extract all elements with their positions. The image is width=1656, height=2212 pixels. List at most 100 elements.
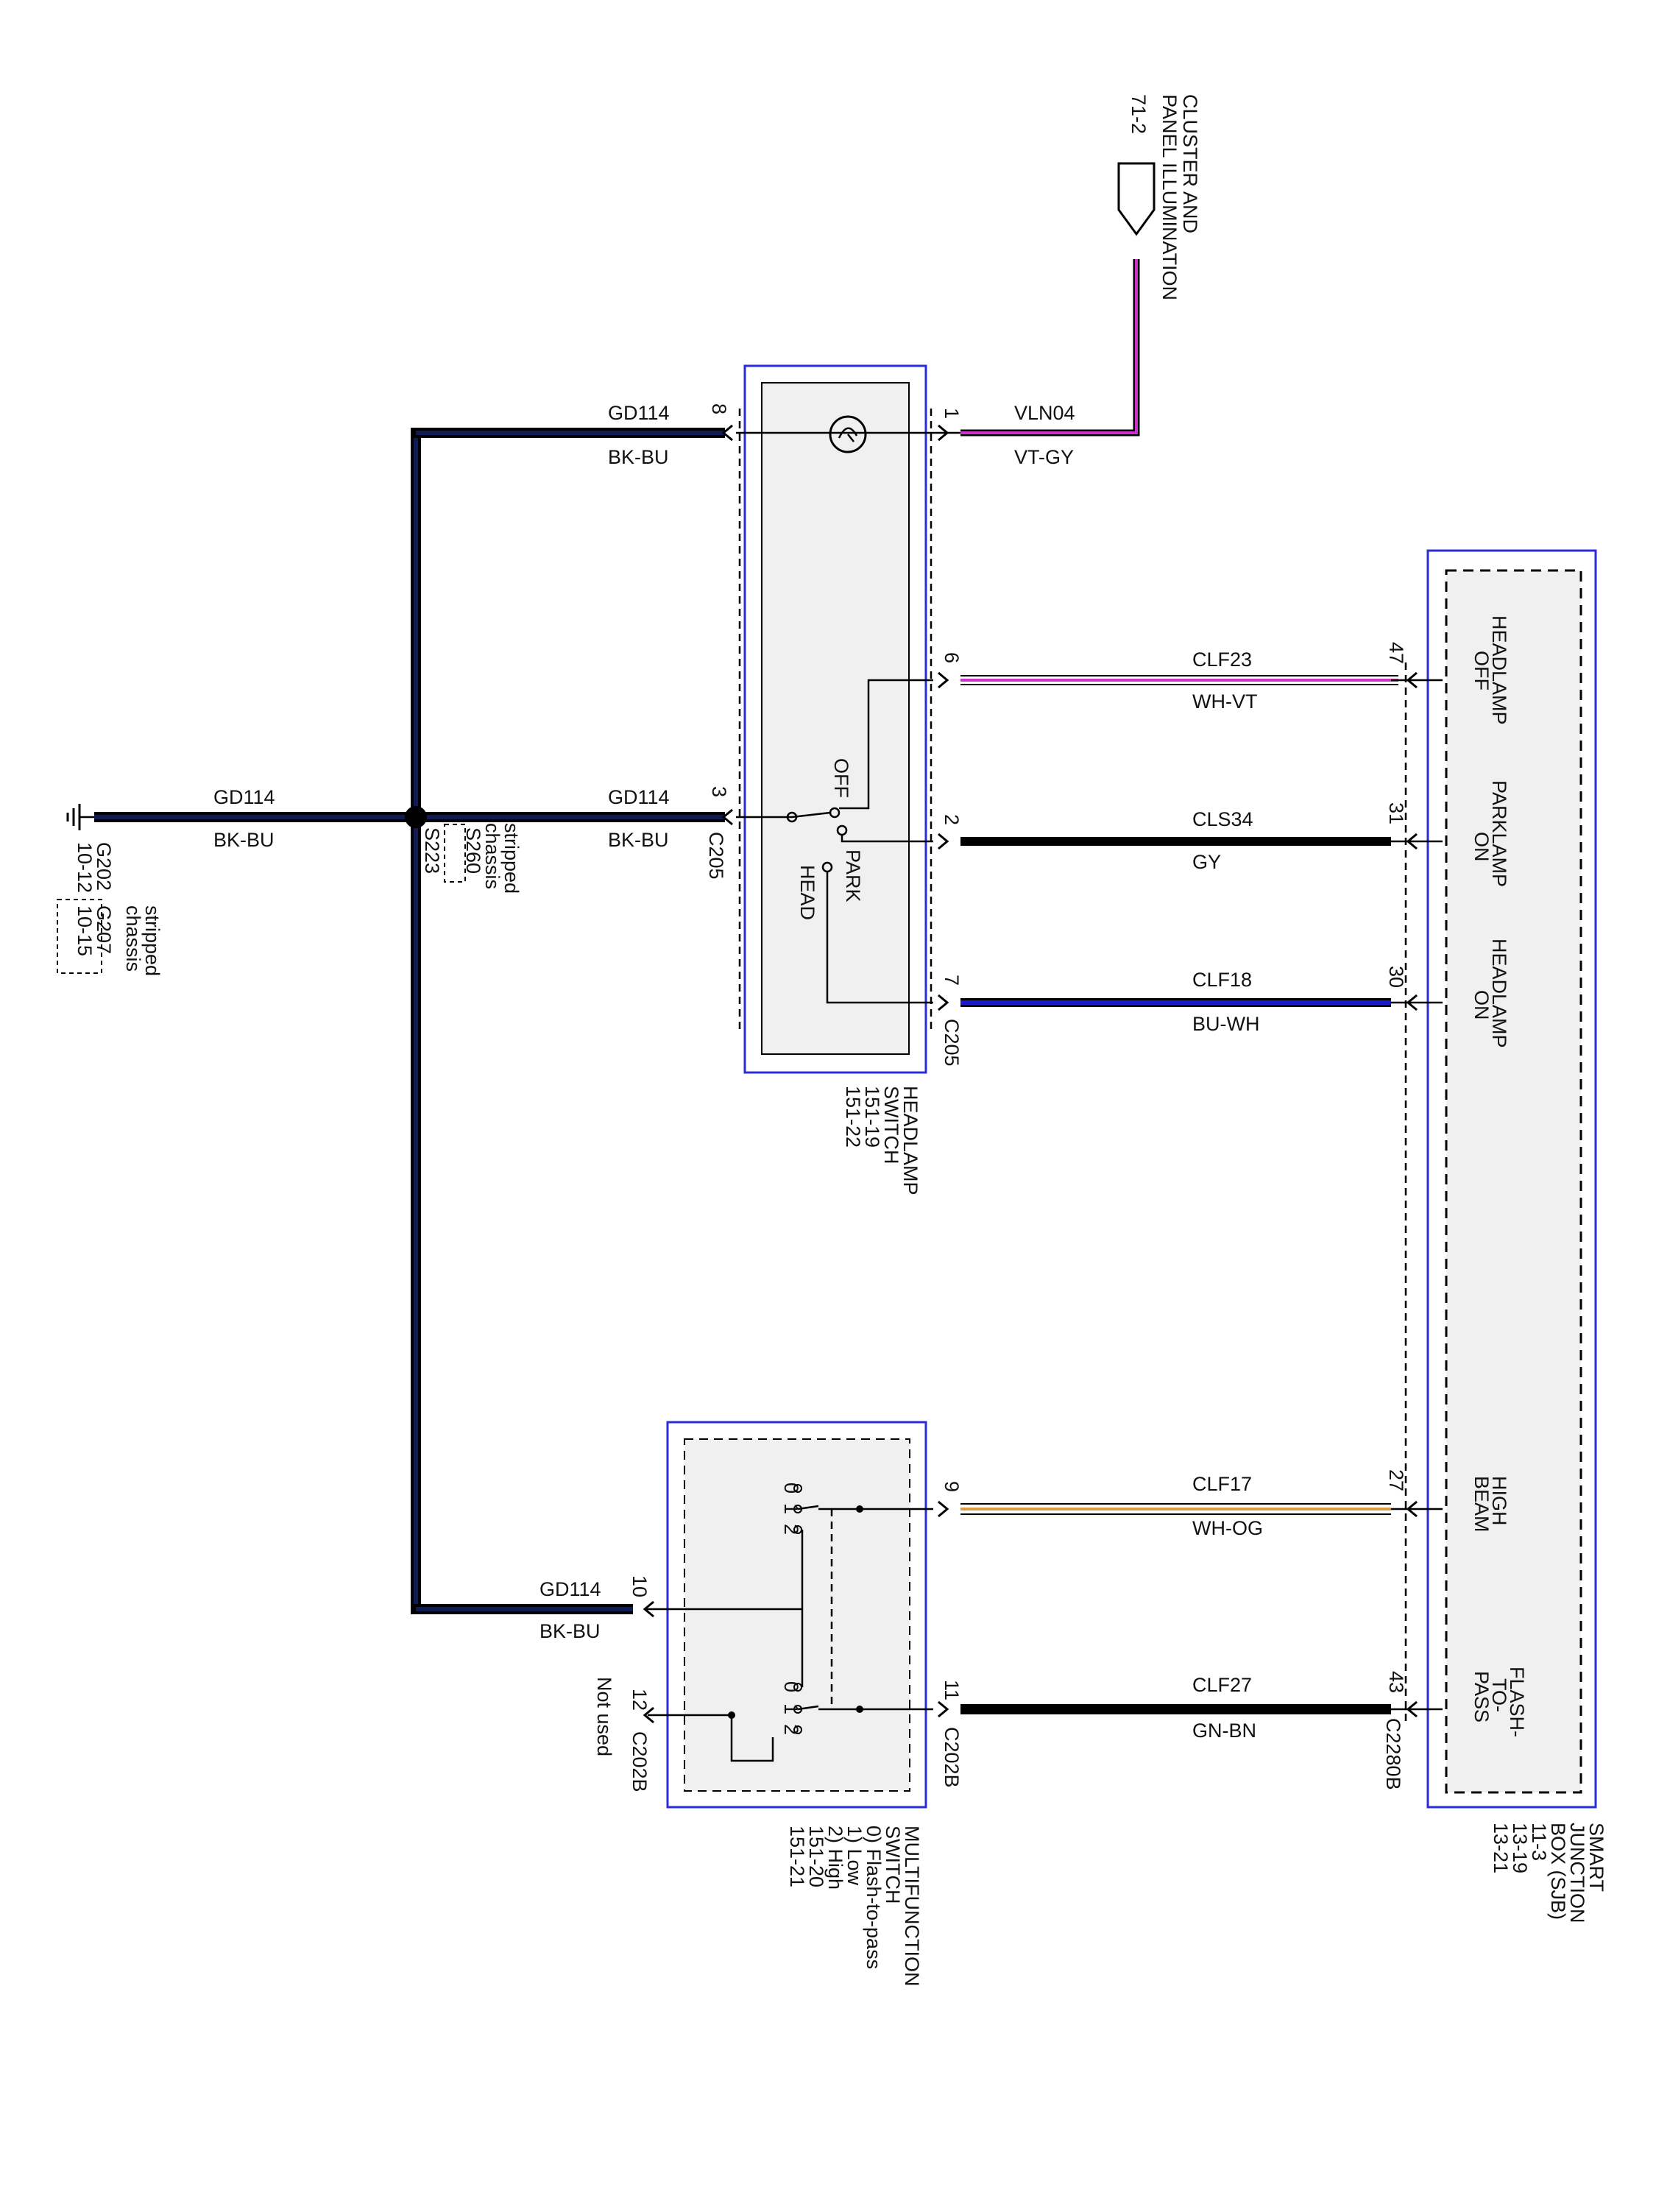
sjb-pin-27-line2: BEAM <box>1471 1476 1493 1533</box>
wire-label-gd114-ground: GD114 <box>213 786 275 808</box>
hs-pos-head: HEAD <box>796 865 818 920</box>
multifunction-labels: 10 12 C202B Not used 9 11 C202B 0 1 2 0 … <box>593 1481 963 1986</box>
wire-label-gd114-bottom: GD114 <box>539 1578 601 1600</box>
mf-top-pos1: 1 <box>780 1503 802 1514</box>
sjb-labels: 47 HEADLAMP OFF 31 PARKLAMP ON 30 HEADLA… <box>1382 615 1607 1923</box>
sjb-body <box>1445 569 1582 1794</box>
splice-note2: chassis <box>481 823 503 889</box>
sjb-pin-31: 31 <box>1385 802 1407 824</box>
headlamp-switch-outline <box>743 364 927 1074</box>
mf-pin-12: 12 <box>629 1689 651 1711</box>
sjb-title-line3: BOX (SJB) <box>1547 1823 1569 1920</box>
splice-ground-labels: stripped chassis S260 S223 stripped chas… <box>57 823 523 976</box>
ground-network <box>66 428 725 1614</box>
cluster-connector-icon <box>1117 162 1156 236</box>
wire-color-gd114-ground: BK-BU <box>213 829 275 851</box>
sjb-pin-43-line1: FLASH- <box>1506 1667 1528 1737</box>
sjb-pin-27-line1: HIGH <box>1488 1476 1510 1526</box>
ground-alt-box <box>57 899 102 974</box>
sjb-title-line1: SMART <box>1585 1823 1607 1892</box>
cluster-label: CLUSTER AND PANEL ILLUMINATION 71-2 <box>1128 94 1201 300</box>
sjb-pin-31-line1: PARKLAMP <box>1488 780 1510 887</box>
mf-top-pos2: 2 <box>780 1524 802 1535</box>
wire-color-vln04: VT-GY <box>1014 446 1074 468</box>
sjb-title-line2: JUNCTION <box>1566 1823 1588 1923</box>
mf-top-pos0: 0 <box>780 1483 802 1494</box>
hs-pin-2: 2 <box>941 814 963 825</box>
sjb-pin-43-line2: TO- <box>1488 1678 1510 1712</box>
sjb-pin-43: 43 <box>1385 1671 1407 1693</box>
cluster-title-line1: CLUSTER AND <box>1179 94 1201 233</box>
wire-label-vln04: VLN04 <box>1014 402 1075 424</box>
sjb-pin-47: 47 <box>1385 642 1407 664</box>
mf-bottom-pos1: 1 <box>780 1703 802 1714</box>
wire-color-cls34: GY <box>1192 851 1221 873</box>
wire-color-gd114-mid: BK-BU <box>608 829 669 851</box>
sjb <box>1426 549 1597 1809</box>
splice-dot <box>405 806 427 828</box>
wire-color-clf17: WH-OG <box>1192 1517 1263 1539</box>
ground-name: G202 <box>93 842 115 891</box>
mf-connector-left: C202B <box>629 1731 651 1792</box>
mf-legend2: 2) High <box>824 1826 846 1890</box>
ground-note1: stripped <box>141 905 163 976</box>
hs-pin-7: 7 <box>941 975 963 986</box>
ground-alt-ref: 10-15 <box>74 905 96 956</box>
mf-title-line2: SWITCH <box>882 1826 904 1904</box>
splice-note1: stripped <box>500 823 523 894</box>
headlamp-switch-labels: 8 3 C205 1 6 2 7 C205 OFF PARK HEAD HEAD… <box>705 403 963 1195</box>
wire-label-cls34: CLS34 <box>1192 808 1253 830</box>
hs-connector-left: C205 <box>705 832 727 880</box>
sjb-pin-47-line2: OFF <box>1471 651 1493 690</box>
ground-alt-name: G207 <box>93 905 115 954</box>
hs-title-line1: HEADLAMP <box>899 1086 921 1195</box>
multifunction-switch <box>666 1421 927 1809</box>
hs-connector-right: C205 <box>941 1019 963 1067</box>
sjb-ref1: 11-3 <box>1528 1823 1550 1861</box>
mf-legend1: 1) Low <box>843 1826 866 1886</box>
wire-clf17 <box>960 1503 1391 1515</box>
cluster-connector <box>1117 162 1156 236</box>
cluster-title-line2: PANEL ILLUMINATION <box>1158 94 1181 300</box>
mf-not-used: Not used <box>593 1677 615 1756</box>
sjb-pin-47-line1: HEADLAMP <box>1488 615 1510 725</box>
hs-pin-3: 3 <box>708 786 730 797</box>
mf-pin-11: 11 <box>941 1680 963 1700</box>
mf-bottom-pos2: 2 <box>780 1724 802 1735</box>
hs-pin-1: 1 <box>941 408 963 419</box>
wire-label-clf23: CLF23 <box>1192 649 1252 671</box>
sjb-pin-30-line1: HEADLAMP <box>1488 939 1510 1048</box>
hs-title-line2: SWITCH <box>880 1086 902 1164</box>
multifunction-switch-internals <box>645 1484 933 1762</box>
mf-pin-10: 10 <box>629 1575 651 1597</box>
hs-ref2: 151-22 <box>842 1086 864 1148</box>
sjb-pin-30-line2: ON <box>1471 990 1493 1020</box>
splice-alt-box <box>444 824 466 883</box>
headlamp-switch-body <box>761 382 910 1055</box>
ground-note2: chassis <box>122 905 144 972</box>
wire-color-clf23: WH-VT <box>1192 690 1257 713</box>
mf-connector-right: C202B <box>941 1727 963 1788</box>
hs-pos-park: PARK <box>842 849 864 902</box>
sjb-connector: C2280B <box>1382 1718 1404 1790</box>
wire-color-gd114-bottom: BK-BU <box>539 1620 601 1642</box>
wire-label-gd114-top: GD114 <box>608 402 670 424</box>
wire-clf23 <box>960 675 1398 685</box>
wire-label-clf27: CLF27 <box>1192 1674 1252 1696</box>
hs-ref1: 151-19 <box>861 1086 883 1148</box>
ground-ref: 10-12 <box>74 842 96 893</box>
wire-label-gd114-mid: GD114 <box>608 786 670 808</box>
hs-pin-8: 8 <box>708 403 730 414</box>
sjb-pin-30: 30 <box>1385 966 1407 988</box>
splice-name: S223 <box>421 827 443 874</box>
mf-legend0: 0) Flash-to-pass <box>863 1826 885 1969</box>
splice-alt1: S260 <box>462 827 484 874</box>
sjb-ref3: 13-21 <box>1490 1823 1512 1873</box>
mf-bottom-pos0: 0 <box>780 1681 802 1692</box>
multifunction-switch-body <box>684 1438 910 1792</box>
wire-labels: VLN04 VT-GY CLF23 WH-VT CLS34 GY CLF18 B… <box>213 402 1263 1742</box>
wire-color-clf18: BU-WH <box>1192 1013 1259 1035</box>
sjb-pin-27: 27 <box>1385 1469 1407 1491</box>
wire-label-clf17: CLF17 <box>1192 1473 1252 1495</box>
